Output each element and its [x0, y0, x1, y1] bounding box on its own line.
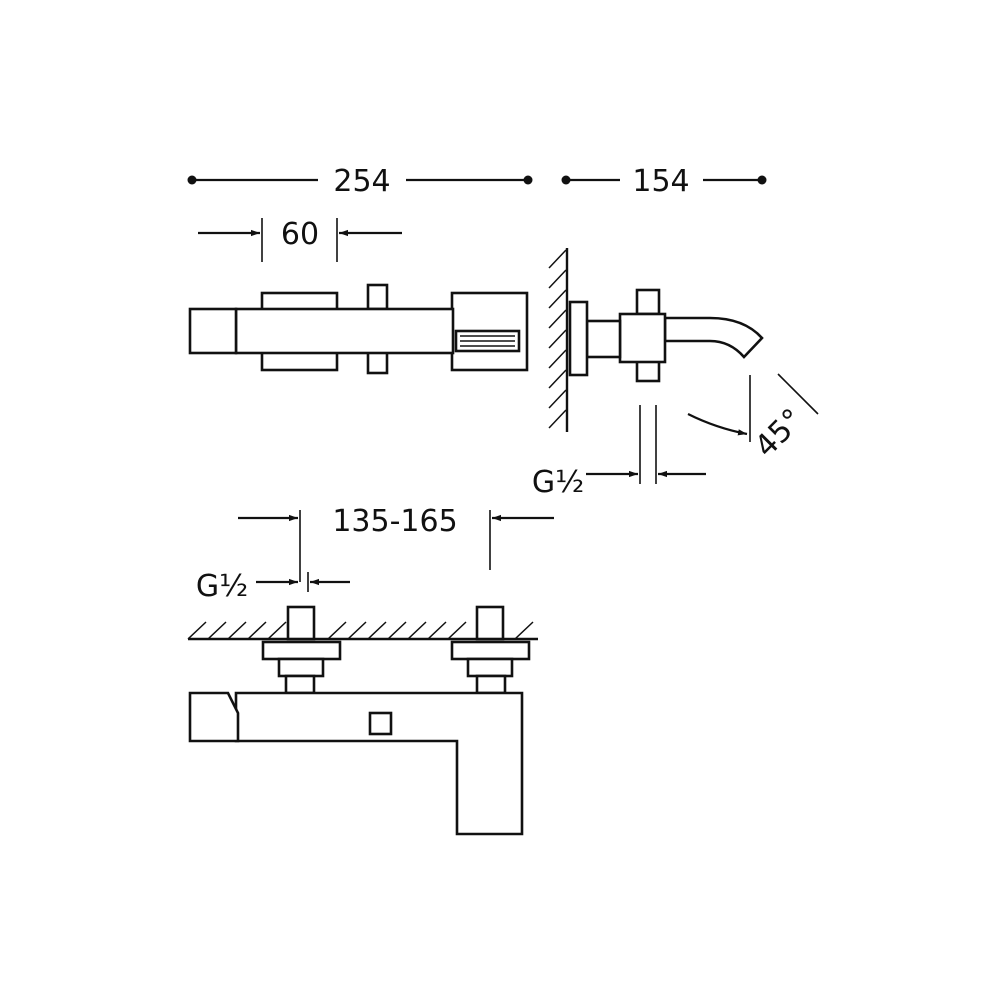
dimension-center-distance: 135-165: [238, 504, 554, 582]
dimension-handle-width: 60: [198, 217, 402, 262]
label-projection: 154: [632, 164, 689, 199]
dimension-inlet-front: G½: [196, 569, 350, 604]
mixer-front-view: [188, 605, 531, 836]
mixer-side-view: [568, 288, 764, 383]
mixer-top-view: [188, 283, 529, 375]
side-view-wall: [548, 248, 569, 432]
label-overall-length: 254: [333, 164, 390, 199]
dimension-inlet-side: G½: [532, 405, 706, 500]
dimension-overall-length: 254: [187, 164, 533, 199]
dimension-projection: 154: [561, 164, 767, 199]
label-center-distance: 135-165: [332, 504, 457, 539]
label-inlet-side: G½: [532, 465, 584, 500]
label-handle-width: 60: [281, 217, 319, 252]
label-spout-angle: 45°: [748, 402, 810, 464]
dimension-spout-angle: 45°: [687, 373, 819, 464]
label-inlet-front: G½: [196, 569, 248, 604]
